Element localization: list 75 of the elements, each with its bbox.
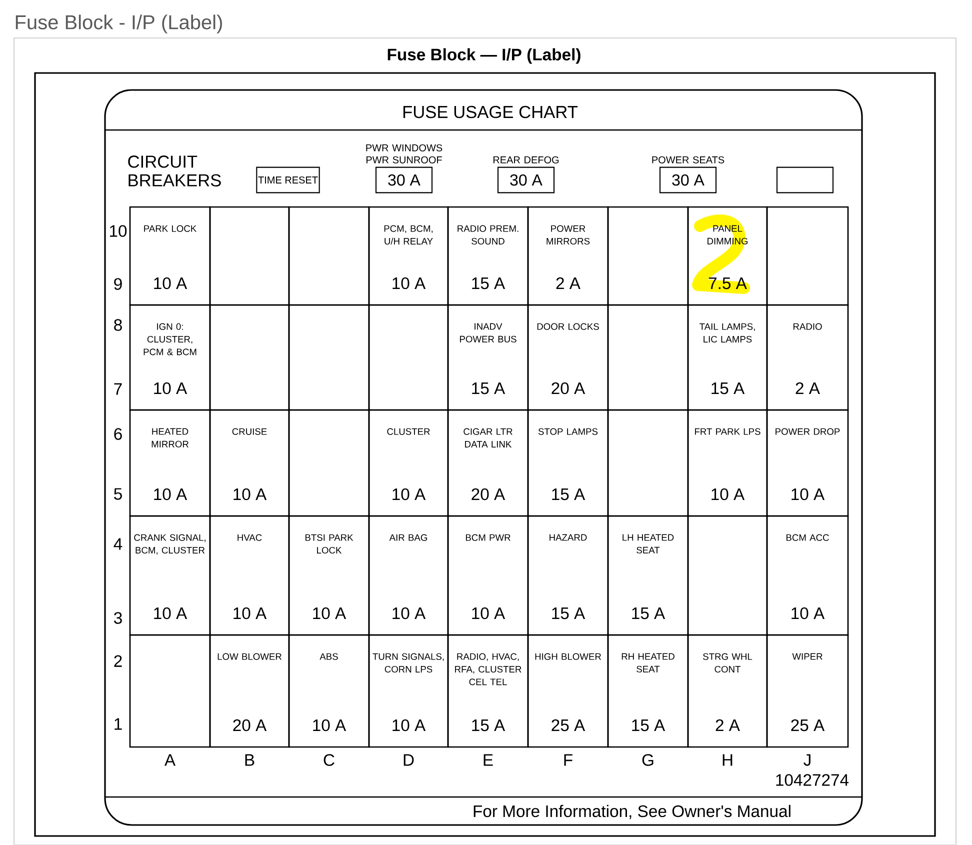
breaker-box: PWR WINDOWS PWR SUNROOF 30 A [366, 144, 442, 194]
fuse-cell: WIPER 25 A [766, 634, 849, 748]
fuse-cell: LOW BLOWER 20 A [209, 634, 290, 748]
fuse-cell: CRUISE 10 A [209, 409, 290, 517]
fuse-cell: HIGH BLOWER 25 A [527, 634, 609, 748]
fuse-cell [209, 304, 290, 411]
fuse-cell [607, 206, 689, 306]
fuse-cell [129, 634, 211, 748]
section-heading: CIRCUIT BREAKERS [128, 156, 221, 186]
fuse-cell [288, 304, 370, 411]
footer-note: For More Information, See Owner's Manual [474, 804, 790, 820]
fuse-cell: IGN 0: CLUSTER, PCM & BCM 10 A [129, 304, 211, 411]
fuse-cell: RADIO, HVAC, RFA, CLUSTER CEL TEL 15 A [447, 634, 529, 748]
fuse-cell: HAZARD 15 A [527, 515, 609, 636]
fuse-cell: BCM ACC 10 A [766, 515, 849, 636]
fuse-cell: HEATED MIRROR 10 A [129, 409, 211, 517]
fuse-cell: AIR BAG 10 A [368, 515, 449, 636]
fuse-cell [607, 409, 689, 517]
column-letter: B [245, 754, 254, 766]
node-label: PWR WINDOWS PWR SUNROOF [366, 144, 442, 164]
label-heading: Fuse Block — I/P (Label) [388, 48, 580, 64]
breaker-box: REAR DEFOG 30 A [493, 156, 559, 194]
column-letter: G [642, 754, 654, 766]
fuse-cell: CRANK SIGNAL, BCM, CLUSTER 10 A [129, 515, 211, 636]
breaker-box: TIME RESET [256, 166, 320, 194]
column-letter: H [722, 754, 732, 766]
fuse-cell: CLUSTER 10 A [368, 409, 449, 517]
fuse-cell: BTSI PARK LOCK 10 A [288, 515, 370, 636]
fuse-cell: STRG WHL CONT 2 A [687, 634, 768, 748]
column-letter: J [804, 754, 810, 766]
row-number: 5 [114, 488, 122, 500]
breaker-box: POWER SEATS 30 A [652, 156, 724, 194]
chart-heading: FUSE USAGE CHART [403, 106, 578, 118]
fuse-cell: HVAC 10 A [209, 515, 290, 636]
fuse-cell [766, 206, 849, 306]
page-title: Fuse Block - I/P (Label) [16, 14, 222, 34]
fuse-cell: LH HEATED SEAT 15 A [607, 515, 689, 636]
fuse-cell: STOP LAMPS 15 A [527, 409, 609, 517]
column-letter: A [164, 754, 176, 766]
fuse-cell: RADIO PREM. SOUND 15 A [447, 206, 529, 306]
fuse-cell: RADIO 2 A [766, 304, 849, 411]
fuse-cell: POWER DROP 10 A [766, 409, 849, 517]
row-number: 9 [114, 278, 122, 290]
fuse-cell: PCM, BCM, U/H RELAY 10 A [368, 206, 449, 306]
row-number: 4 [114, 538, 122, 550]
node-label: REAR DEFOG [493, 156, 559, 164]
fuse-cell: PARK LOCK 10 A [129, 206, 211, 306]
fuse-cell: INADV POWER BUS 15 A [447, 304, 529, 411]
row-number: 6 [114, 428, 122, 440]
fuse-cell [607, 304, 689, 411]
column-letter: E [484, 754, 493, 766]
fuse-cell: POWER MIRRORS 2 A [527, 206, 609, 306]
row-number: 7 [114, 383, 122, 395]
fuse-cell [288, 409, 370, 517]
column-letter: C [324, 754, 334, 766]
row-number: 3 [114, 612, 122, 624]
row-number: 2 [114, 655, 122, 667]
fuse-cell: BCM PWR 10 A [447, 515, 529, 636]
fuse-cell: ABS 10 A [288, 634, 370, 748]
row-number: 8 [114, 319, 122, 331]
node-label: POWER SEATS [652, 156, 724, 164]
column-letter: F [564, 754, 572, 766]
column-letter: D [404, 754, 414, 766]
fuse-cell: FRT PARK LPS 10 A [687, 409, 768, 517]
fuse-cell [687, 515, 768, 636]
breaker-box [776, 166, 834, 194]
fuse-cell [368, 304, 449, 411]
fuse-cell: RH HEATED SEAT 15 A [607, 634, 689, 748]
fuse-cell: CIGAR LTR DATA LINK 20 A [447, 409, 529, 517]
fuse-cell: TURN SIGNALS, CORN LPS 10 A [368, 634, 449, 748]
fuse-cell: TAIL LAMPS, LIC LAMPS 15 A [687, 304, 768, 411]
part-number: 10427274 [776, 774, 849, 786]
fuse-cell: DOOR LOCKS 20 A [527, 304, 609, 411]
fuse-cell [288, 206, 370, 306]
fuse-cell [209, 206, 290, 306]
